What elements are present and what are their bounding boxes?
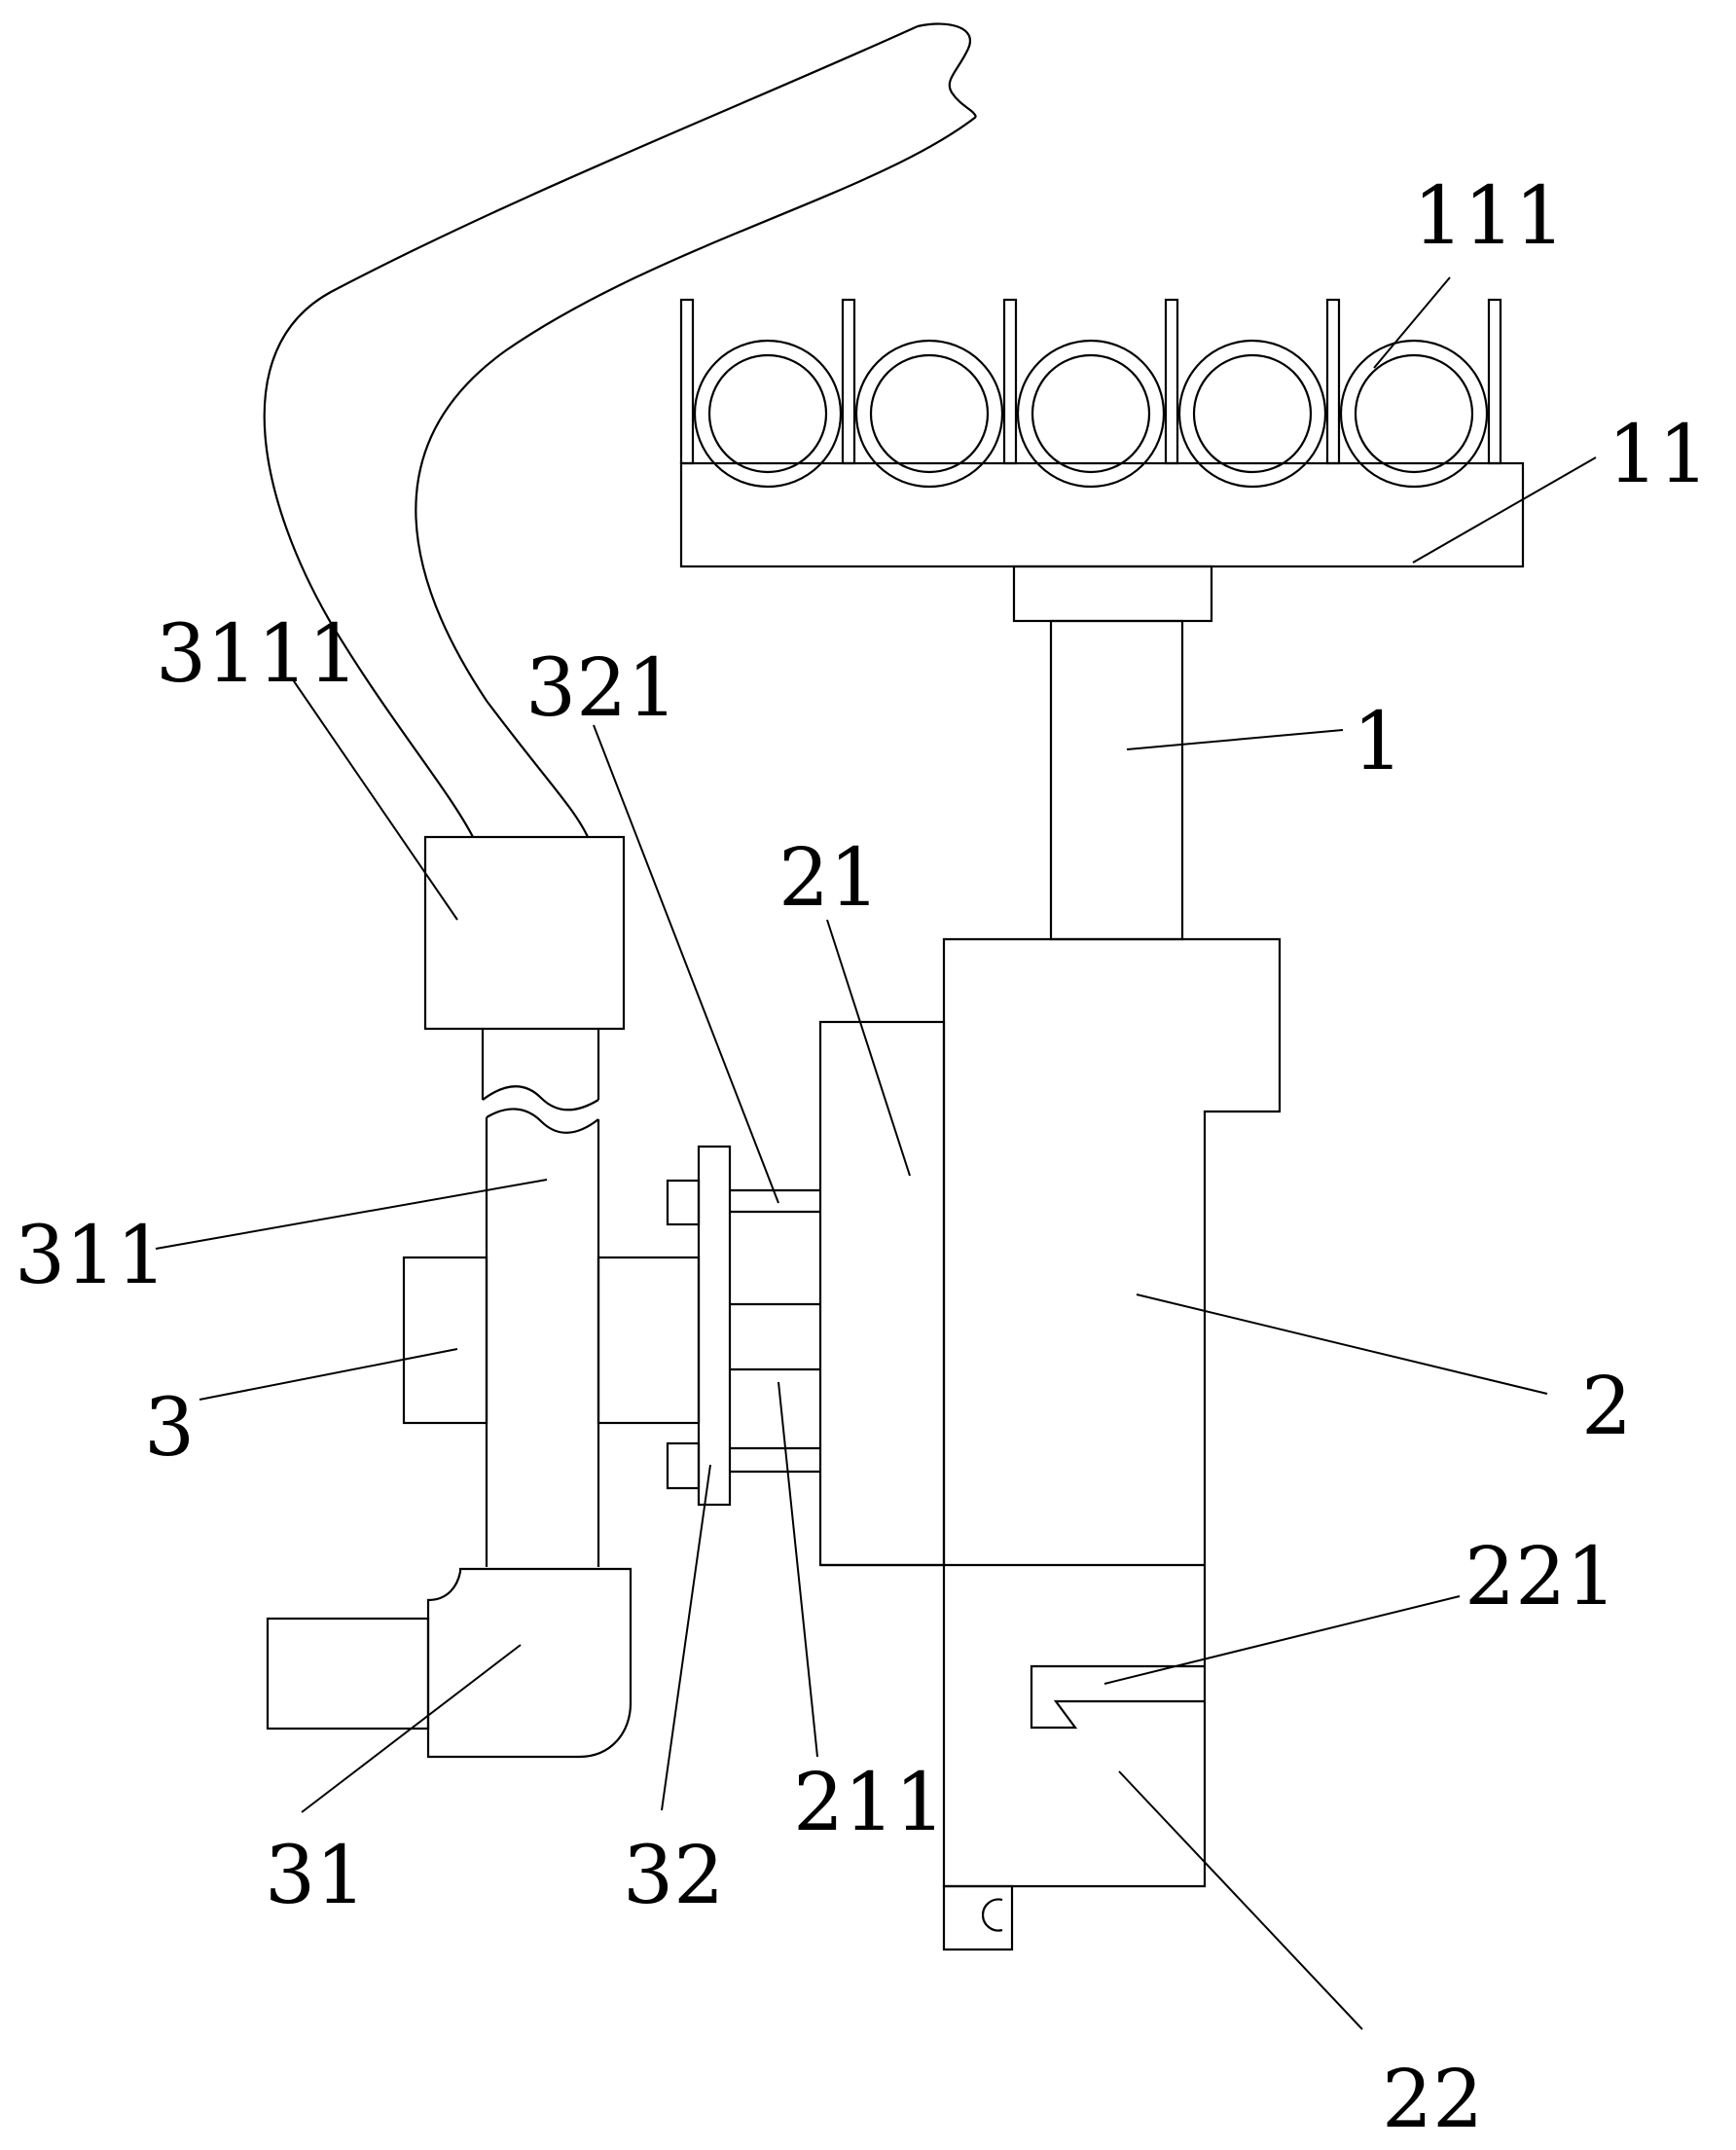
- elbow-31: [266, 1567, 633, 1759]
- pipe-311: [481, 1029, 600, 1567]
- label-3: 3: [144, 1382, 195, 1475]
- leader-lines: [155, 276, 1597, 2030]
- rings-111: [693, 339, 1489, 489]
- main-body-2: [942, 937, 1282, 1888]
- body-3-right: [597, 1256, 701, 1425]
- connector-rods: [730, 1188, 820, 1474]
- body-3-left: [402, 1256, 488, 1425]
- bolt-head-bottom: [666, 1441, 701, 1490]
- bolt-head-top: [666, 1179, 701, 1226]
- label-32: 32: [623, 1830, 724, 1922]
- hose-left-edge: [263, 24, 919, 838]
- tray-dividers: [679, 298, 1502, 465]
- column-1: [1049, 619, 1184, 941]
- label-111: 111: [1413, 170, 1566, 263]
- side-plate-21: [818, 1020, 946, 1567]
- label-3111: 3111: [156, 608, 359, 701]
- label-221: 221: [1465, 1531, 1617, 1623]
- label-31: 31: [265, 1830, 366, 1922]
- label-21: 21: [778, 832, 880, 925]
- bottom-c-hole: [981, 1898, 1003, 1932]
- label-311: 311: [15, 1210, 167, 1302]
- label-211: 211: [793, 1757, 946, 1849]
- coupling-block-3111: [423, 835, 626, 1031]
- label-1: 1: [1353, 696, 1403, 788]
- label-22: 22: [1382, 2054, 1483, 2146]
- hose: [263, 22, 978, 838]
- label-2: 2: [1581, 1361, 1632, 1453]
- label-321: 321: [525, 642, 678, 735]
- hose-broken-end: [917, 22, 978, 118]
- column-collar: [1012, 565, 1213, 623]
- flange-plate-32: [697, 1145, 732, 1507]
- hook-221: [1030, 1664, 1205, 1730]
- tray-11: [679, 461, 1525, 568]
- hose-right-edge: [415, 116, 977, 838]
- bottom-tab: [942, 1884, 1014, 1951]
- label-11: 11: [1608, 409, 1709, 501]
